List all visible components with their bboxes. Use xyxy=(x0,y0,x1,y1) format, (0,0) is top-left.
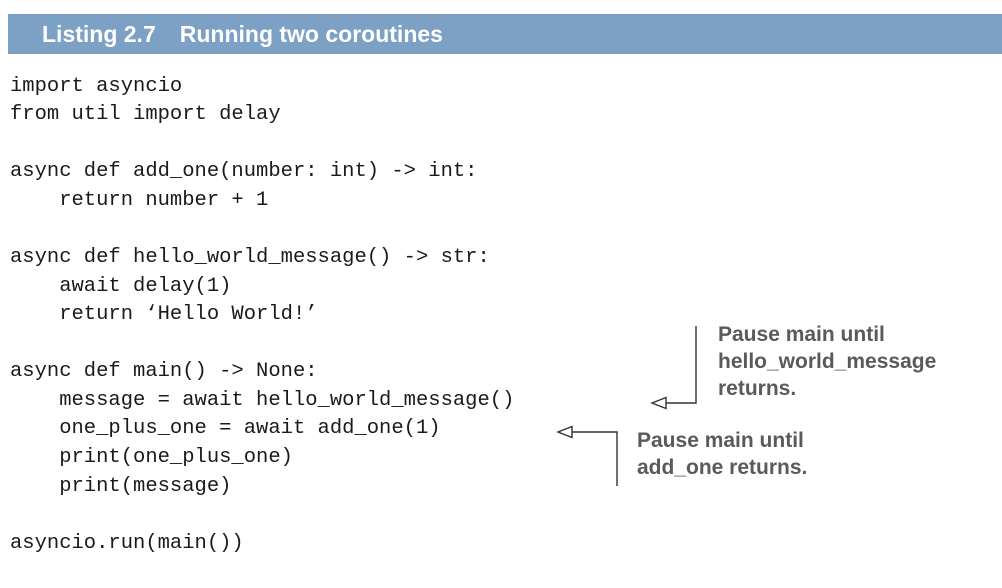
arrow-hello-world-line xyxy=(666,326,697,404)
listing-header: Listing 2.7 Running two coroutines xyxy=(8,14,1002,54)
code-line: return number + 1 xyxy=(10,189,269,212)
code-line: print(message) xyxy=(10,475,232,498)
code-line: from util import delay xyxy=(10,103,281,126)
arrow-hello-world-head xyxy=(650,396,667,410)
annotation-hello-world: Pause main until hello_world_message ret… xyxy=(718,323,937,400)
code-line: print(one_plus_one) xyxy=(10,446,293,469)
code-line: async def add_one(number: int) -> int: xyxy=(10,160,478,183)
listing-caption: Running two coroutines xyxy=(179,21,443,47)
listing-title: Listing 2.7 Running two coroutines xyxy=(42,14,443,54)
code-line: asyncio.run(main()) xyxy=(10,532,244,555)
code-line: return ‘Hello World!’ xyxy=(10,303,318,326)
code-line: import asyncio xyxy=(10,75,183,98)
listing-label: Listing 2.7 xyxy=(42,21,156,47)
arrow-add-one-line xyxy=(572,431,618,486)
code-line: async def main() -> None: xyxy=(10,360,318,383)
arrow-add-one xyxy=(556,425,618,486)
annotation-add-one: Pause main until add_one returns. xyxy=(637,429,808,479)
arrow-hello-world xyxy=(650,326,697,410)
code-line: message = await hello_world_message() xyxy=(10,389,515,412)
code-line: async def hello_world_message() -> str: xyxy=(10,246,490,269)
code-line: await delay(1) xyxy=(10,275,232,298)
arrow-add-one-head xyxy=(556,425,573,439)
code-line: one_plus_one = await add_one(1) xyxy=(10,417,441,440)
